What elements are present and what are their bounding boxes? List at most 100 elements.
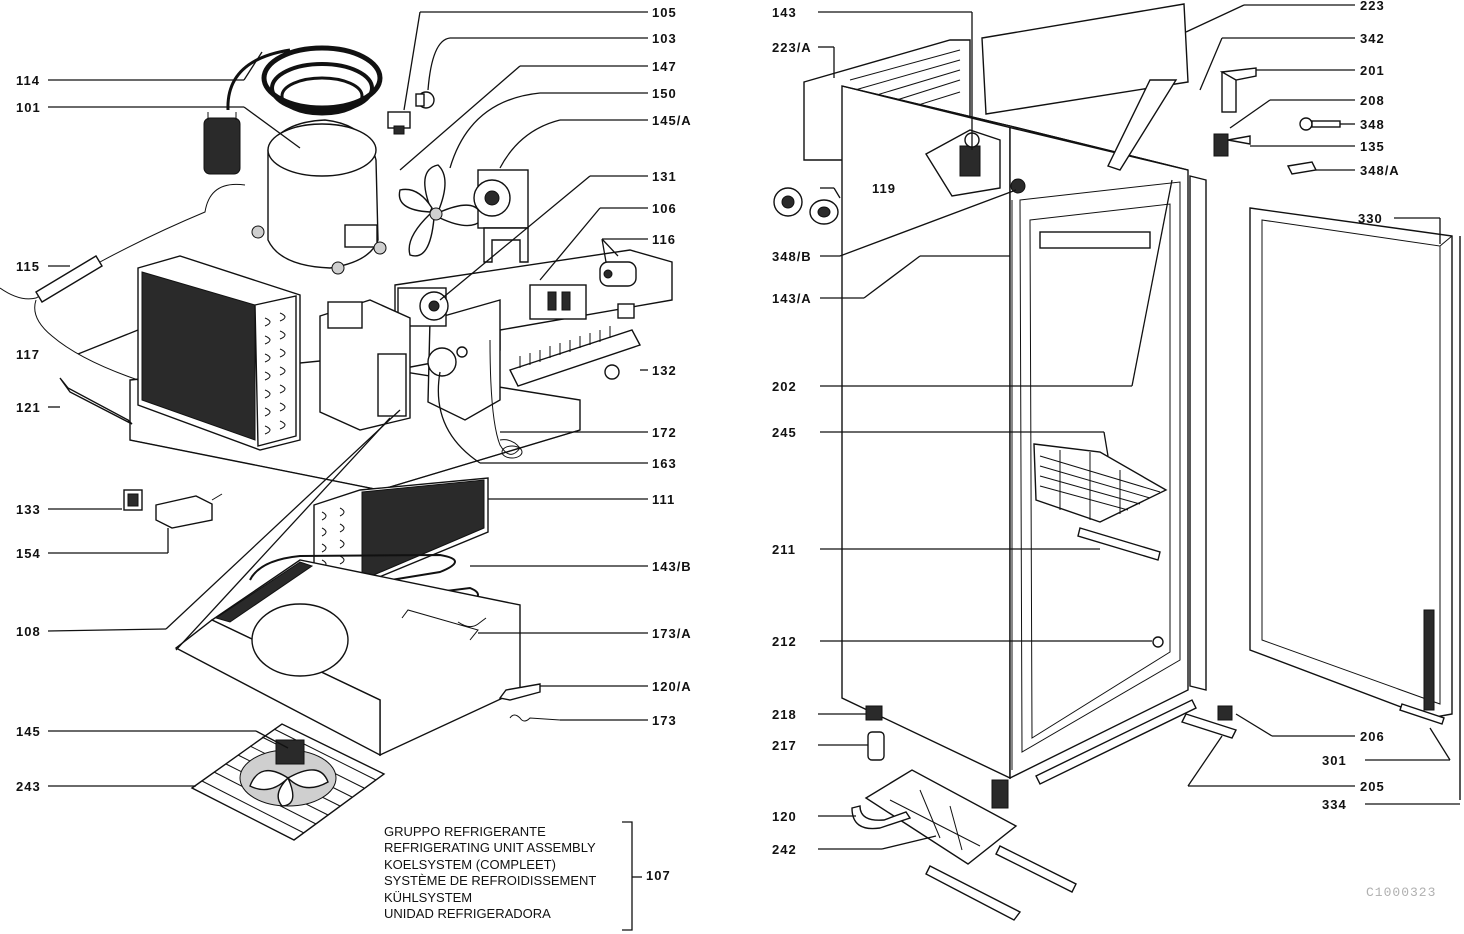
drain-pipe [59,377,133,425]
hinge-parts [1213,67,1341,175]
callout-145: 145 [16,724,41,739]
callout-147: 147 [652,59,677,74]
callout-218: 218 [772,707,797,722]
callout-172: 172 [652,425,677,440]
thermostat [427,339,523,459]
lower-hinge [1181,705,1237,739]
terminal-strip [509,303,642,387]
assembly-line-fr: SYSTÈME DE REFROIDISSEMENT [384,873,597,889]
right-callout-labels: 143 223/A 119 348/B 143/A 202 245 211 21… [772,0,1400,857]
top-bracket [1107,79,1178,171]
callout-208: 208 [1360,93,1385,108]
right-leader-lines [818,4,1460,850]
callout-348b: 348/B [772,249,812,264]
assembly-line-en: REFRIGERATING UNIT ASSEMBLY [384,840,596,856]
kick-plate-2 [995,845,1077,893]
callout-163: 163 [652,456,677,471]
defrost-timer [397,287,449,327]
callout-103: 103 [652,31,677,46]
door-bottom-seal [1399,703,1445,725]
condenser-coil [137,255,301,451]
tubing-coil [226,45,383,116]
callout-131: 131 [652,169,677,184]
callout-135: 135 [1360,139,1385,154]
callout-223a: 223/A [772,40,812,55]
callout-120: 120 [772,809,797,824]
callout-245: 245 [772,425,797,440]
callout-116: 116 [652,232,676,247]
fan-motor [473,169,529,263]
dryer-filter [0,183,246,381]
drain-hose-end [498,683,541,701]
wire-shelf [1033,443,1168,523]
callout-301: 301 [1322,753,1347,768]
assembly-line-nl: KOELSYSTEM (COMPLEET) [384,856,556,872]
spring-clip [509,714,561,722]
left-leader-lines [47,11,648,931]
left-callout-labels: 105 103 147 150 145/A 131 106 116 132 17… [16,5,692,794]
callout-132: 132 [652,363,677,378]
evaporator-fan-grille [190,723,386,841]
assembly-description: GRUPPO REFRIGERANTE REFRIGERATING UNIT A… [384,824,624,922]
wire-clip [401,609,487,641]
base-rail [1035,699,1197,785]
shelf-runner [1077,527,1161,561]
assembly-line-de: KÜHLSYSTEM [384,889,473,905]
callout-143a: 143/A [772,291,812,306]
condenser-fan-blade [398,164,483,257]
callout-114: 114 [16,73,40,88]
callout-334: 334 [1322,797,1347,812]
control-knob [604,364,620,380]
digital-display [155,493,223,529]
drip-tray [851,769,1018,865]
callout-201: 201 [1360,63,1385,78]
document-code: C1000323 [1366,885,1437,900]
callout-105: 105 [652,5,677,20]
callout-145a: 145/A [652,113,692,128]
callout-143: 143 [772,5,797,20]
compressor [251,119,387,275]
callout-242: 242 [772,842,797,857]
callout-348: 348 [1360,117,1385,132]
callout-217: 217 [772,738,797,753]
kick-plate [925,865,1022,921]
callout-106: 106 [652,201,677,216]
callout-108: 108 [16,624,41,639]
callout-133: 133 [16,502,41,517]
overload-103 [415,91,435,109]
callout-154: 154 [16,546,41,561]
glass-door [1249,207,1453,719]
assembly-line-it: GRUPPO REFRIGERANTE [384,824,546,839]
lamp-holder [773,187,839,225]
adjustable-feet [865,705,1009,809]
callout-143b: 143/B [652,559,692,574]
callout-111: 111 [652,492,675,507]
top-front-header [981,3,1189,115]
callout-348a: 348/A [1360,163,1400,178]
relay-105 [387,111,411,135]
callout-342: 342 [1360,31,1385,46]
callout-117: 117 [16,347,40,362]
hinge-bush [1010,178,1026,194]
callout-211: 211 [772,542,796,557]
shelf-support [1152,636,1164,648]
callout-120a: 120/A [652,679,692,694]
callout-150: 150 [652,86,677,101]
callout-173a: 173/A [652,626,692,641]
terminal-block [529,284,587,320]
start-capacitor [599,261,637,287]
callout-206: 206 [1360,729,1385,744]
callout-101: 101 [16,100,41,115]
callout-205: 205 [1360,779,1385,794]
callout-212: 212 [772,634,797,649]
callout-173: 173 [652,713,677,728]
power-switch [123,489,143,511]
insulation-sleeve [203,112,241,175]
callout-202: 202 [772,379,797,394]
side-panel [1189,175,1207,691]
callout-119: 119 [872,181,896,196]
callout-107: 107 [646,868,671,883]
ballast-box [319,299,411,431]
evaporator-housing [174,559,521,757]
